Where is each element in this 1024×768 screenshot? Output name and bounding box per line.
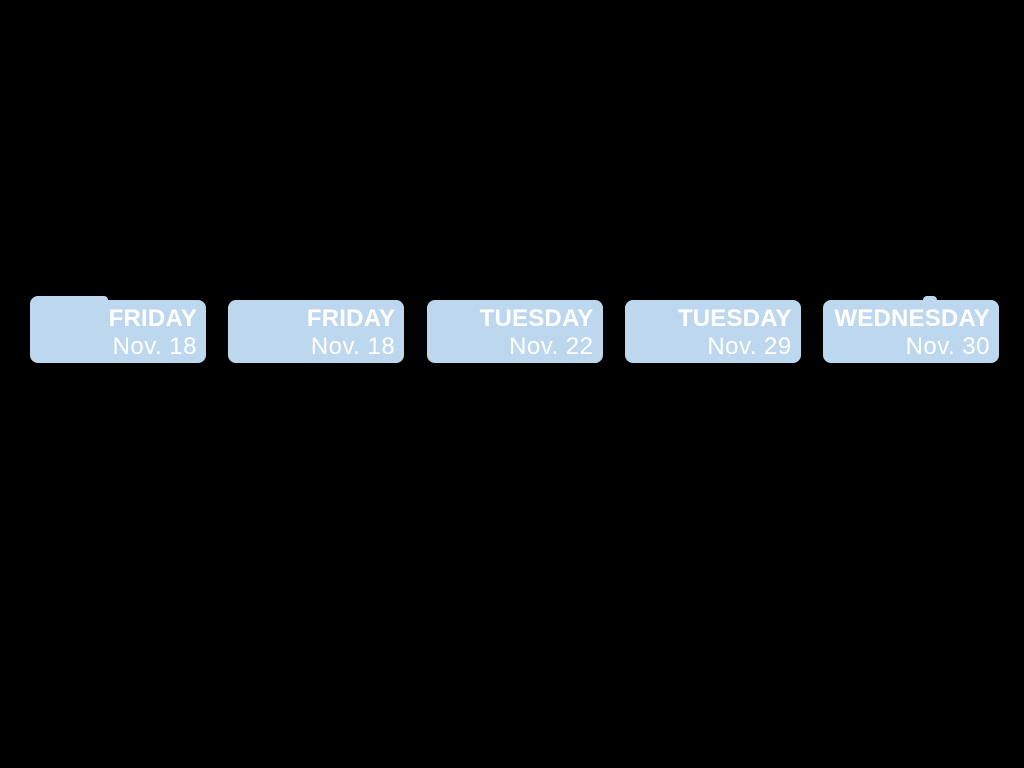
- day-name-label: FRIDAY: [108, 305, 197, 332]
- date-label: Nov. 30: [905, 333, 990, 360]
- date-card: FRIDAY Nov. 18: [30, 296, 206, 363]
- day-name-label: WEDNESDAY: [834, 305, 990, 332]
- day-name-label: FRIDAY: [306, 305, 396, 332]
- date-label: Nov. 29: [707, 333, 792, 360]
- day-name-label: TUESDAY: [677, 305, 792, 332]
- date-label: Nov. 18: [112, 333, 197, 360]
- date-label: Nov. 18: [310, 333, 396, 360]
- date-card: FRIDAY Nov. 18: [228, 300, 405, 363]
- date-card: TUESDAY Nov. 29: [624, 300, 801, 363]
- date-card: TUESDAY Nov. 22: [426, 300, 603, 363]
- day-name-label: TUESDAY: [479, 305, 594, 332]
- date-label: Nov. 22: [509, 333, 594, 360]
- date-card-row: FRIDAY Nov. 18 FRIDAY Nov. 18 TUESDAY No…: [30, 296, 999, 363]
- date-card: WEDNESDAY Nov. 30: [823, 296, 999, 363]
